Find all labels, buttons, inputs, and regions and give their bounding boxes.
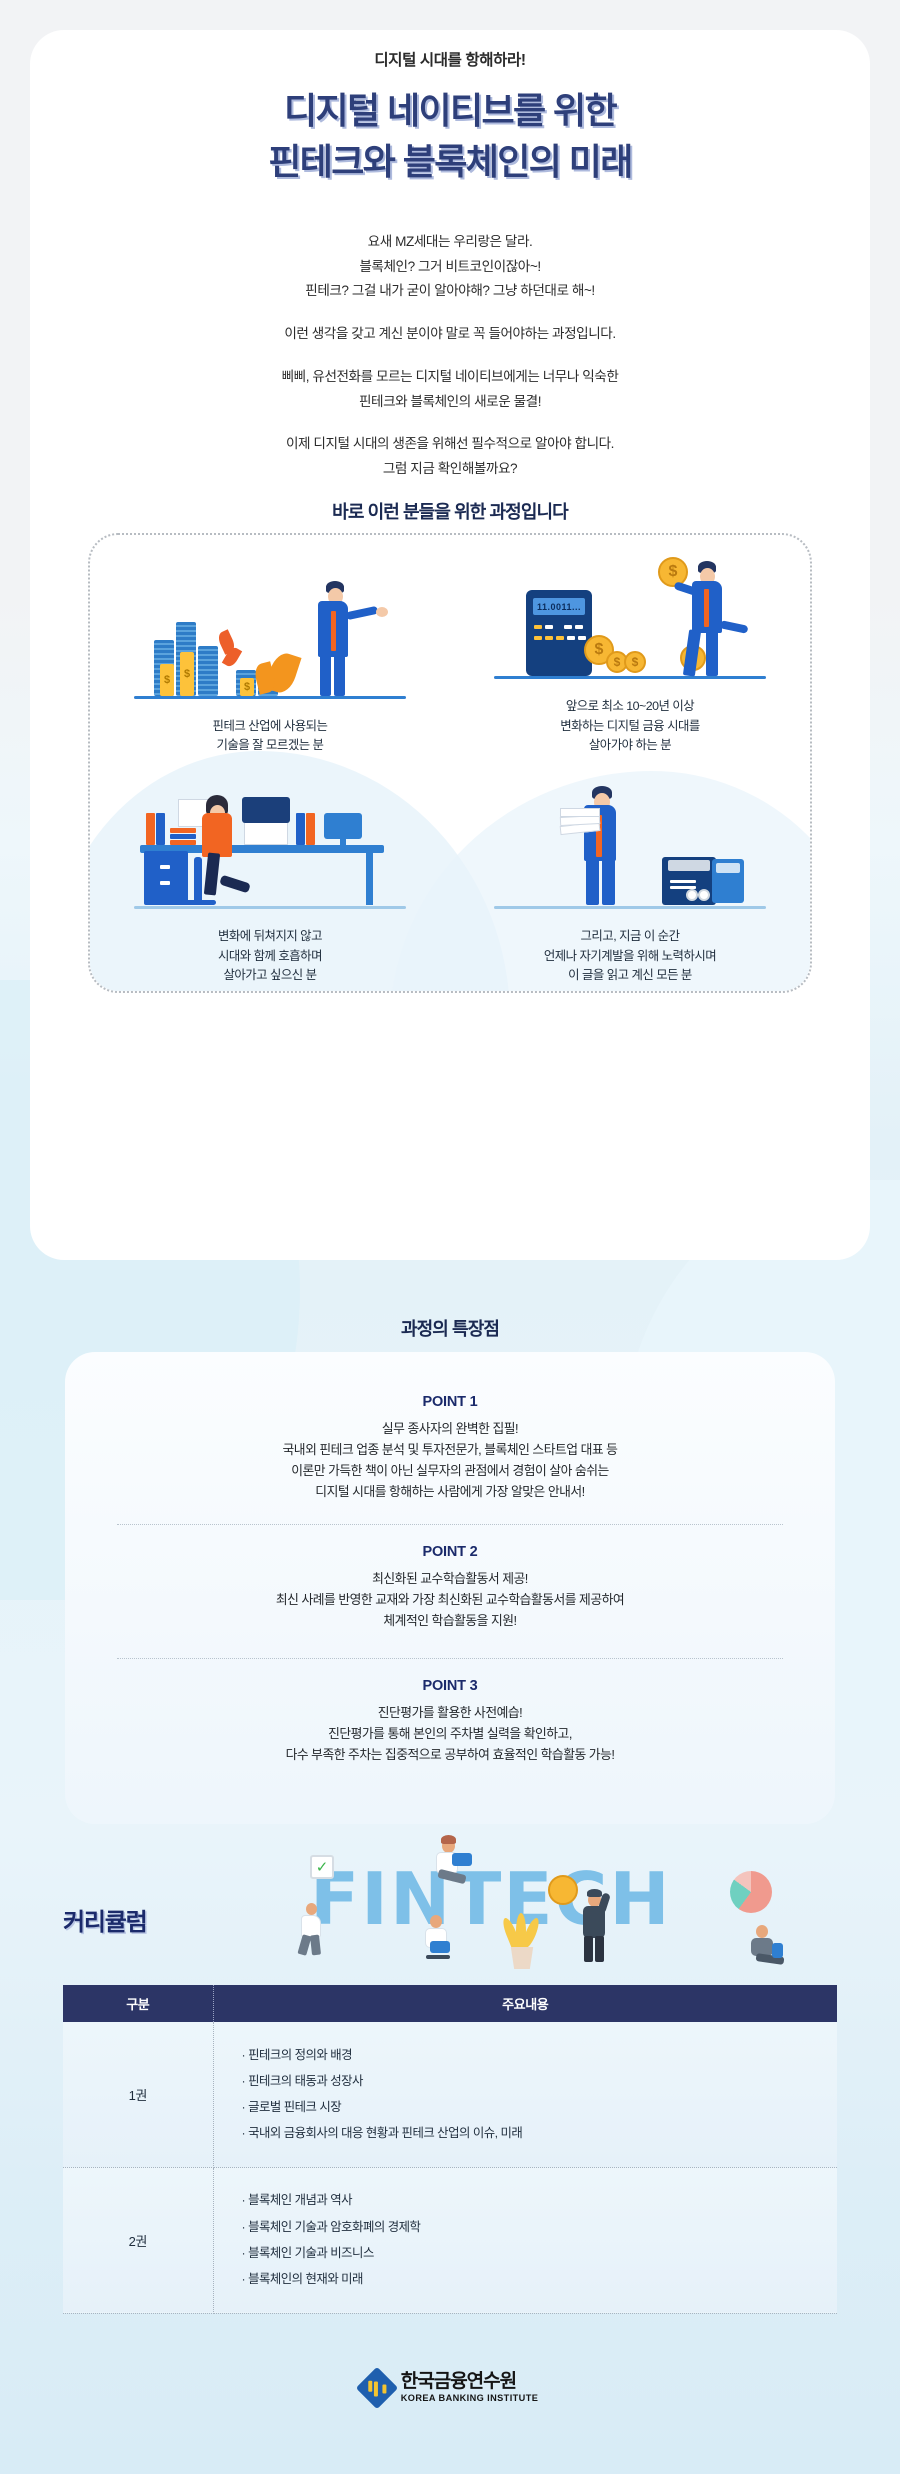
person-with-laptop-top-icon	[430, 1835, 474, 1895]
list-item: 글로벌 핀테크 시장	[242, 2094, 838, 2120]
headline-line-1: 디지털 네이티브를 위한	[283, 90, 618, 131]
coins-and-pointing-man-icon: $ $ $	[120, 561, 420, 709]
gold-coin-icon	[548, 1875, 578, 1905]
caption-line: 시대와 함께 호흡하며	[218, 948, 322, 963]
intro-paragraph-3: 삐삐, 유선전화를 모르는 디지털 네이티브에게는 너무나 익숙한 핀테크와 블…	[60, 365, 840, 414]
plant-leaf-icon	[516, 1913, 526, 1949]
row-2-content: 블록체인 개념과 역사 블록체인 기술과 암호화폐의 경제학 블록체인 기술과 …	[213, 2167, 838, 2314]
logo-english-name: KOREA BANKING INSTITUTE	[400, 2393, 539, 2403]
caption-line: 언제나 자기계발을 위해 노력하시며	[543, 948, 717, 963]
intro-p4-line-2: 그럼 지금 확인해볼까요?	[382, 461, 518, 477]
curriculum-table: 구분 주요내용 1권 핀테크의 정의와 배경 핀테크의 태동과 성장사 글로벌 …	[63, 1985, 837, 2314]
point-1-label: POINT 1	[422, 1394, 478, 1410]
point-divider-1	[117, 1524, 783, 1525]
point-block-1: POINT 1 실무 종사자의 완벽한 집필! 국내외 핀테크 업종 분석 및 …	[65, 1394, 835, 1502]
person-reaching-coin-icon	[576, 1889, 618, 1963]
column-header-division: 구분	[63, 1985, 214, 2022]
audience-item-4: 그리고, 지금 이 순간 언제나 자기계발을 위해 노력하시며 이 글을 읽고 …	[450, 765, 810, 991]
audience-item-3-caption: 변화에 뒤쳐지지 않고 시대와 함께 호흡하며 살아가고 싶으신 분	[218, 927, 322, 985]
intro-p3-line-1: 삐삐, 유선전화를 모르는 디지털 네이티브에게는 너무나 익숙한	[281, 368, 619, 384]
fintech-wordmark: FINTECH	[310, 1857, 672, 1941]
audience-item-4-caption: 그리고, 지금 이 순간 언제나 자기계발을 위해 노력하시며 이 글을 읽고 …	[543, 927, 717, 985]
point-1-line-3: 이론만 가득한 책이 아닌 실무자의 관점에서 경험이 살아 숨쉬는	[291, 1463, 609, 1479]
curriculum-title: 커리큘럼	[63, 1909, 148, 1936]
caption-line: 변화에 뒤쳐지지 않고	[218, 929, 322, 944]
list-item: 국내외 금융회사의 대응 현황과 핀테크 산업의 이슈, 미래	[242, 2121, 838, 2147]
caption-line: 기술을 잘 모르겠는 분	[216, 737, 324, 752]
list-item: 블록체인의 현재와 미래	[242, 2267, 838, 2293]
table-header-row: 구분 주요내용	[63, 1985, 837, 2022]
headline-line-2: 핀테크와 블록체인의 미래	[268, 141, 633, 183]
intro-paragraph-2: 이런 생각을 갖고 계신 분이야 말로 꼭 들어야하는 과정입니다.	[60, 322, 840, 347]
point-2-line-1: 최신화된 교수학습활동서 제공!	[372, 1571, 528, 1586]
audience-item-2-caption: 앞으로 최소 10~20년 이상 변화하는 디지털 금융 시대를 살아가야 하는…	[560, 697, 700, 755]
column-header-content: 주요내용	[213, 1985, 837, 2022]
woman-at-desk-with-paperwork-icon	[120, 771, 420, 919]
point-block-2: POINT 2 최신화된 교수학습활동서 제공! 최신 사례를 반영한 교재와 …	[65, 1544, 835, 1631]
point-3-line-2: 진단평가를 통해 본인의 주차별 실력을 확인하고,	[328, 1726, 572, 1742]
audience-item-3: 변화에 뒤쳐지지 않고 시대와 함께 호흡하며 살아가고 싶으신 분	[90, 765, 450, 991]
person-pushing-letter-icon	[297, 1903, 328, 1956]
points-section-title: 과정의 특장점	[400, 1319, 500, 1339]
point-1-line-4: 디지털 시대를 항해하는 사람에게 가장 알맞은 안내서!	[315, 1484, 585, 1500]
caption-line: 살아가고 싶으신 분	[223, 967, 317, 982]
row-1-label: 1권	[63, 2022, 214, 2168]
list-item: 블록체인 개념과 역사	[242, 2188, 838, 2214]
table-row: 2권 블록체인 개념과 역사 블록체인 기술과 암호화폐의 경제학 블록체인 기…	[63, 2167, 838, 2314]
table-row: 1권 핀테크의 정의와 배경 핀테크의 태동과 성장사 글로벌 핀테크 시장 국…	[63, 2022, 838, 2168]
audience-item-1: $ $ $ 핀테크	[90, 535, 450, 765]
eyebrow-text: 디지털 시대를 항해하라!	[374, 52, 526, 69]
row-2-label: 2권	[63, 2167, 214, 2314]
intro-p4-line-1: 이제 디지털 시대의 생존을 위해선 필수적으로 알아야 합니다.	[285, 436, 615, 452]
caption-line: 앞으로 최소 10~20년 이상	[565, 699, 695, 714]
intro-p2-line-1: 이런 생각을 갖고 계신 분이야 말로 꼭 들어야하는 과정입니다.	[284, 326, 616, 342]
point-3-line-3: 다수 부족한 주차는 집중적으로 공부하여 효율적인 학습활동 가능!	[285, 1747, 615, 1763]
intro-p1-line-2: 블록체인? 그거 비트코인이잖아~!	[359, 258, 541, 274]
audience-box: $ $ $ 핀테크	[88, 533, 812, 993]
caption-line: 그리고, 지금 이 순간	[580, 929, 680, 944]
audience-item-1-caption: 핀테크 산업에 사용되는 기술을 잘 모르겠는 분	[213, 717, 328, 755]
footer-logo: 한국금융연수원 KOREA BANKING INSTITUTE	[0, 2366, 900, 2409]
point-3-label: POINT 3	[422, 1678, 478, 1694]
intro-paragraphs: 요새 MZ세대는 우리랑은 달라. 블록체인? 그거 비트코인이잖아~! 핀테크…	[60, 230, 840, 482]
logo-korean-name: 한국금융연수원	[400, 2371, 517, 2392]
caption-line: 변화하는 디지털 금융 시대를	[560, 718, 700, 733]
point-3-line-1: 진단평가를 활용한 사전예습!	[377, 1705, 523, 1720]
point-2-line-2: 최신 사례를 반영한 교재와 가장 최신화된 교수학습활동서를 제공하여	[275, 1592, 625, 1608]
point-1-line-2: 국내외 핀테크 업종 분석 및 투자전문가, 블록체인 스타트업 대표 등	[282, 1442, 618, 1458]
list-item: 핀테크의 정의와 배경	[242, 2042, 838, 2068]
kbi-diamond-logo-icon	[355, 2366, 398, 2409]
man-carrying-documents-icon	[480, 771, 780, 919]
checkbox-check-icon: ✓	[310, 1855, 334, 1879]
point-2-label: POINT 2	[422, 1544, 478, 1560]
intro-paragraph-1: 요새 MZ세대는 우리랑은 달라. 블록체인? 그거 비트코인이잖아~! 핀테크…	[60, 230, 840, 304]
list-item: 블록체인 기술과 비즈니스	[242, 2240, 838, 2266]
audience-section-title: 바로 이런 분들을 위한 과정입니다	[332, 502, 569, 522]
point-2-line-3: 체계적인 학습활동을 지원!	[383, 1613, 517, 1629]
calculator-coins-businessman-icon: 11.0011... $ $ $ $ $	[480, 541, 780, 689]
points-card: POINT 1 실무 종사자의 완벽한 집필! 국내외 핀테크 업종 분석 및 …	[65, 1352, 835, 1824]
audience-item-2: 11.0011... $ $ $ $ $	[450, 535, 810, 765]
row-1-content: 핀테크의 정의와 배경 핀테크의 태동과 성장사 글로벌 핀테크 시장 국내외 …	[213, 2022, 838, 2168]
fintech-decorative-illustration: FINTECH ✓	[297, 1835, 830, 1970]
pie-chart-icon	[730, 1871, 772, 1913]
intro-p3-line-2: 핀테크와 블록체인의 새로운 물결!	[358, 393, 542, 409]
list-item: 핀테크의 태동과 성장사	[242, 2068, 838, 2094]
caption-line: 이 글을 읽고 계신 모든 분	[568, 967, 692, 982]
caption-line: 핀테크 산업에 사용되는	[212, 718, 328, 733]
caption-line: 살아가야 하는 분	[588, 737, 672, 752]
point-block-3: POINT 3 진단평가를 활용한 사전예습! 진단평가를 통해 본인의 주차별…	[65, 1678, 835, 1765]
list-item: 블록체인 기술과 암호화폐의 경제학	[242, 2214, 838, 2240]
page-title: 디지털 네이티브를 위한 핀테크와 블록체인의 미래	[0, 85, 900, 187]
logo-text: 한국금융연수원 KOREA BANKING INSTITUTE	[401, 2372, 538, 2403]
intro-p1-line-3: 핀테크? 그걸 내가 굳이 알아야해? 그냥 하던대로 해~!	[305, 283, 595, 299]
person-seated-with-tablet-icon	[748, 1925, 788, 1969]
intro-p1-line-1: 요새 MZ세대는 우리랑은 달라.	[367, 234, 533, 249]
plant-pot-icon	[510, 1947, 534, 1969]
point-divider-2	[117, 1658, 783, 1659]
person-seated-with-laptop-icon	[420, 1915, 458, 1967]
point-1-line-1: 실무 종사자의 완벽한 집필!	[381, 1421, 519, 1436]
intro-paragraph-4: 이제 디지털 시대의 생존을 위해선 필수적으로 알아야 합니다. 그럼 지금 …	[60, 432, 840, 481]
